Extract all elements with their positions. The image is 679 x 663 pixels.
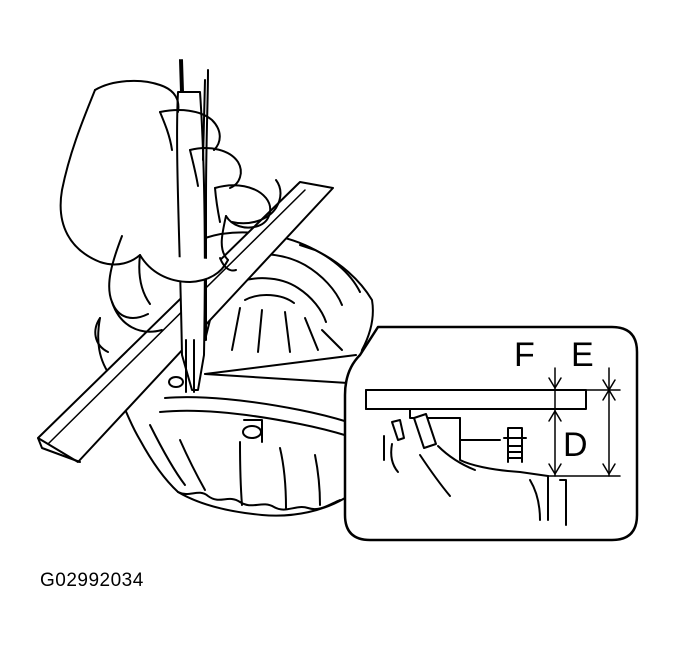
figure-id: G02992034 xyxy=(40,570,144,591)
depth-gauge xyxy=(176,59,209,393)
dimension-label-d: D xyxy=(563,426,588,464)
dimension-label-f: F xyxy=(514,336,535,374)
dimension-label-e: E xyxy=(571,336,594,374)
dimension-lines xyxy=(547,367,621,477)
inset-detail xyxy=(343,325,639,542)
hand xyxy=(59,79,282,333)
callout-pointer xyxy=(204,354,357,384)
